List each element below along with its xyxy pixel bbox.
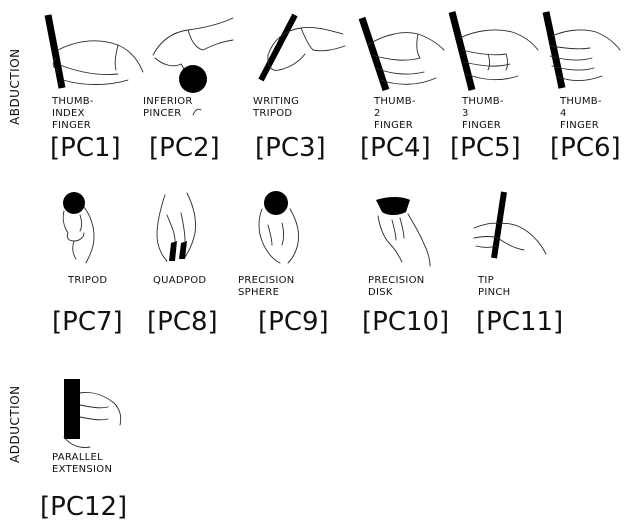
grasp-code: [PC3] (255, 133, 326, 163)
grasp-code: [PC9] (258, 307, 329, 337)
grasp-name: THUMB-2 FINGER (374, 96, 416, 132)
grasp-name: THUMB-INDEX FINGER (52, 96, 94, 132)
grasp-name: PARALLEL EXTENSION (52, 452, 112, 476)
adduction-group-label: ADDUCTION (8, 385, 22, 463)
grasp-code: [PC12] (40, 492, 127, 522)
grasp-code: [PC8] (147, 307, 218, 337)
grasp-code: [PC11] (476, 307, 563, 337)
rod-grasp-icon (358, 10, 448, 90)
abduction-group-label: ABDUCTION (8, 48, 22, 125)
grasp-code: [PC1] (50, 133, 121, 163)
rod-grasp-icon (448, 8, 543, 90)
grasp-code: [PC2] (149, 133, 220, 163)
grasp-code: [PC6] (550, 133, 621, 163)
grasp-name: TIP PINCH (478, 275, 510, 299)
rod-grasp-icon (38, 10, 148, 90)
quadpod-grasp-icon (145, 185, 215, 265)
grasp-name: QUADPOD (153, 275, 206, 287)
grasp-name: PRECISION SPHERE (238, 275, 295, 299)
rod-grasp-icon (540, 8, 625, 90)
rod-grasp-icon (470, 188, 550, 268)
grasp-code: [PC5] (450, 133, 521, 163)
pen-grasp-icon (253, 10, 353, 90)
block-grasp-icon (50, 375, 130, 455)
grasp-name: THUMB-4 FINGER (560, 96, 602, 132)
grasp-code: [PC10] (362, 307, 449, 337)
sphere-grasp-icon (238, 185, 318, 265)
grasp-name: INFERIOR PINCER (143, 96, 193, 120)
grasp-name: TRIPOD (68, 275, 107, 287)
ball-grasp-icon (50, 185, 120, 265)
grasp-name: PRECISION DISK (368, 275, 425, 299)
grasp-name: WRITING TRIPOD (253, 96, 299, 120)
disk-grasp-icon (368, 188, 448, 268)
grasp-name: THUMB-3 FINGER (462, 96, 504, 132)
grasp-code: [PC4] (360, 133, 431, 163)
grasp-code: [PC7] (52, 307, 123, 337)
